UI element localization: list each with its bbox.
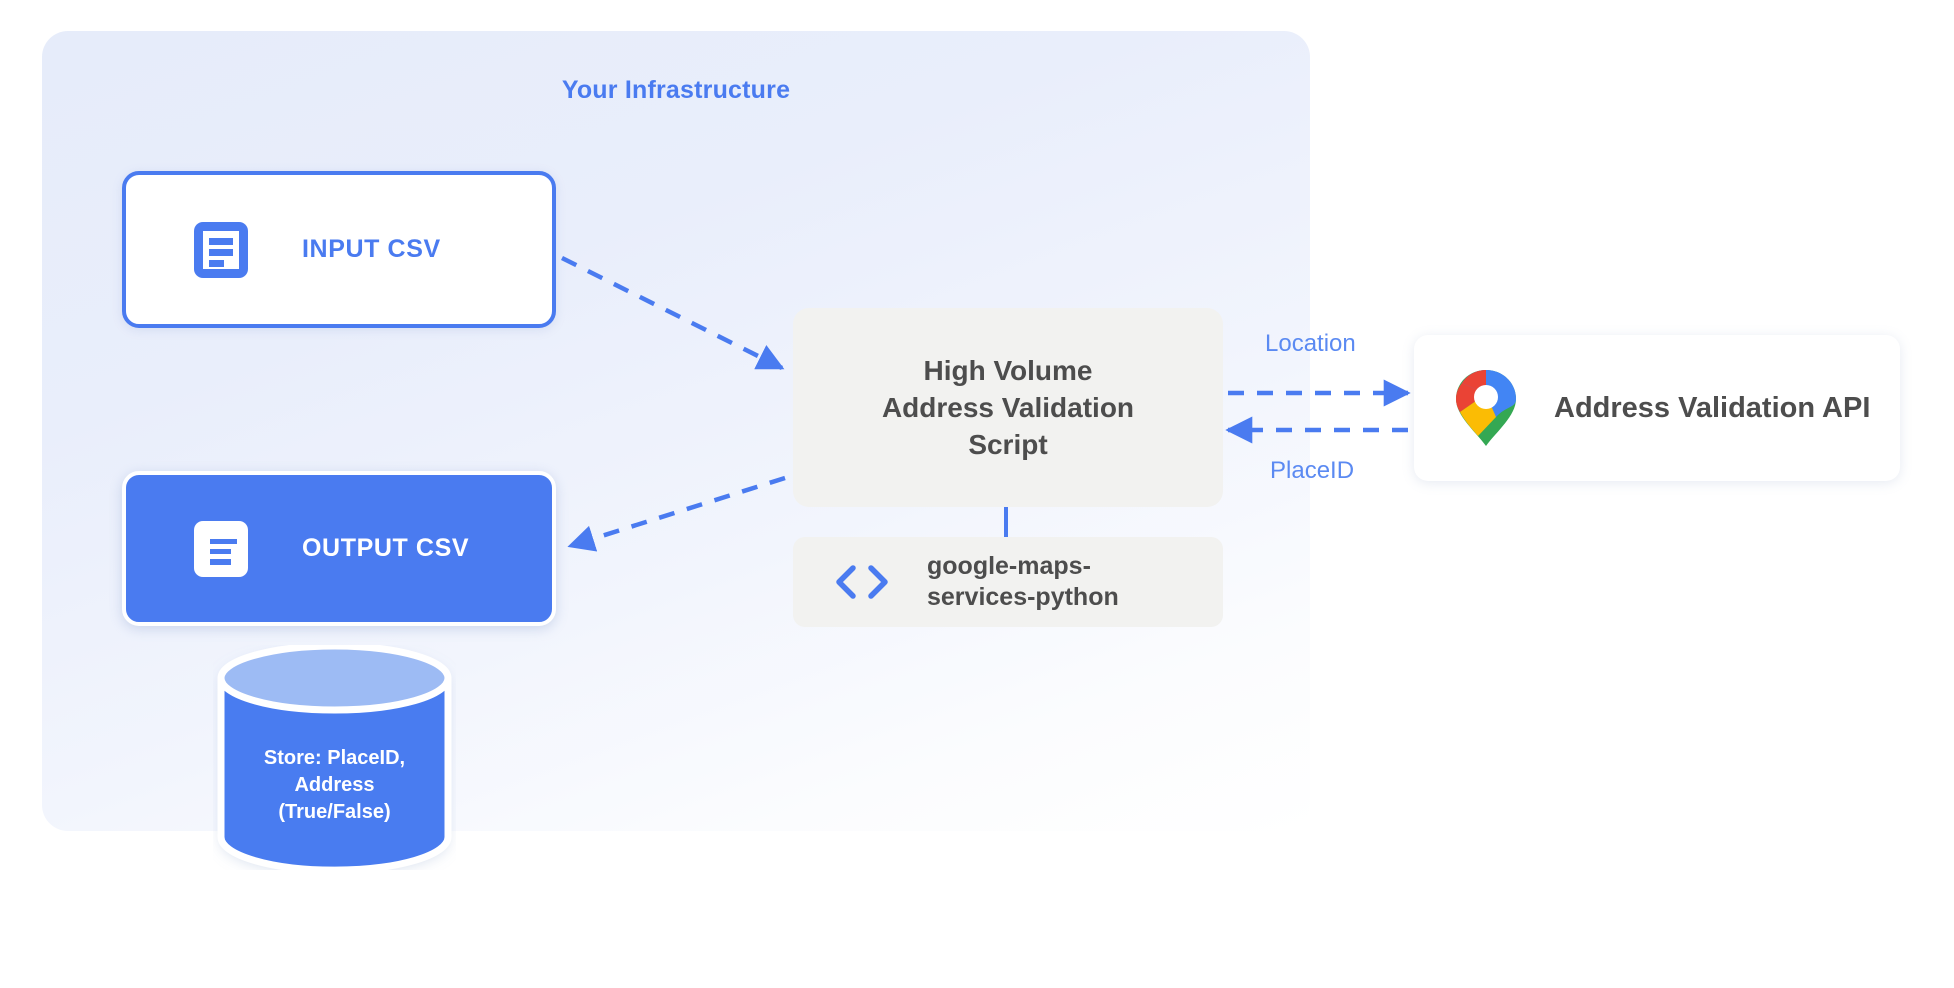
script-library-connector [1004,507,1008,538]
cylinder-shape [217,642,452,874]
node-input-csv[interactable]: INPUT CSV [122,171,556,328]
panel-title: Your Infrastructure [561,76,791,104]
google-maps-pin-icon [1456,370,1516,446]
code-brackets-icon [836,565,888,599]
script-line-2: Address Validation [881,391,1135,423]
document-icon [194,520,248,577]
node-address-validation-api[interactable]: Address Validation API [1414,335,1900,481]
script-line-3: Script [968,429,1048,461]
document-icon [194,221,248,278]
input-csv-label: INPUT CSV [302,235,441,263]
edge-label-location: Location [1265,330,1356,357]
output-csv-label: OUTPUT CSV [302,534,470,562]
script-line-1: High Volume [923,354,1093,386]
library-line-2: services-python [927,583,1119,611]
edge-label-placeid: PlaceID [1270,457,1355,484]
node-python-library[interactable]: google-maps- services-python [793,537,1223,627]
api-label: Address Validation API [1554,391,1871,424]
library-label: google-maps- services-python [927,551,1119,614]
node-validation-script[interactable]: High Volume Address Validation Script [793,308,1223,507]
node-database[interactable]: Store: PlaceID, Address (True/False) [213,642,456,874]
node-output-csv[interactable]: OUTPUT CSV [122,471,556,626]
library-line-1: google-maps- [927,551,1091,580]
